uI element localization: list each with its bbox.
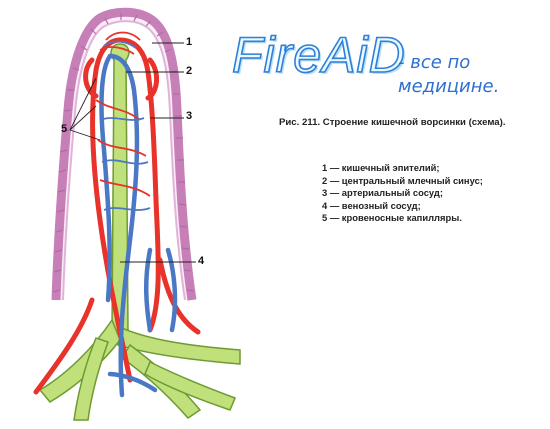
- fireaid-logo: FireAiD: [231, 26, 406, 84]
- epithelium-striations: [52, 13, 195, 293]
- callout-4: 4: [198, 255, 205, 267]
- legend-item: 5 — кровеносные капилляры.: [322, 212, 462, 224]
- central-lacteal: [38, 43, 241, 421]
- leader-lines: [69, 42, 196, 263]
- legend-item: 2 — центральный млечный синус;: [322, 174, 483, 186]
- callout-5: 5: [61, 123, 68, 135]
- tagline-line2: медицине.: [398, 76, 500, 97]
- callout-2: 2: [186, 65, 193, 77]
- figure-caption: Рис. 211. Строение кишечной ворсинки (сх…: [279, 117, 506, 128]
- legend-item: 3 — артериальный сосуд;: [322, 187, 443, 199]
- legend: 1 — кишечный эпителий; 2 — центральный м…: [322, 162, 483, 225]
- legend-item: 1 — кишечный эпителий;: [322, 162, 440, 173]
- legend-item: 4 — венозный сосуд;: [322, 199, 421, 211]
- capillary-network: [95, 31, 151, 211]
- callout-3: 3: [186, 110, 193, 122]
- callout-1: 1: [186, 36, 193, 48]
- tagline-line1: - все по: [398, 52, 471, 73]
